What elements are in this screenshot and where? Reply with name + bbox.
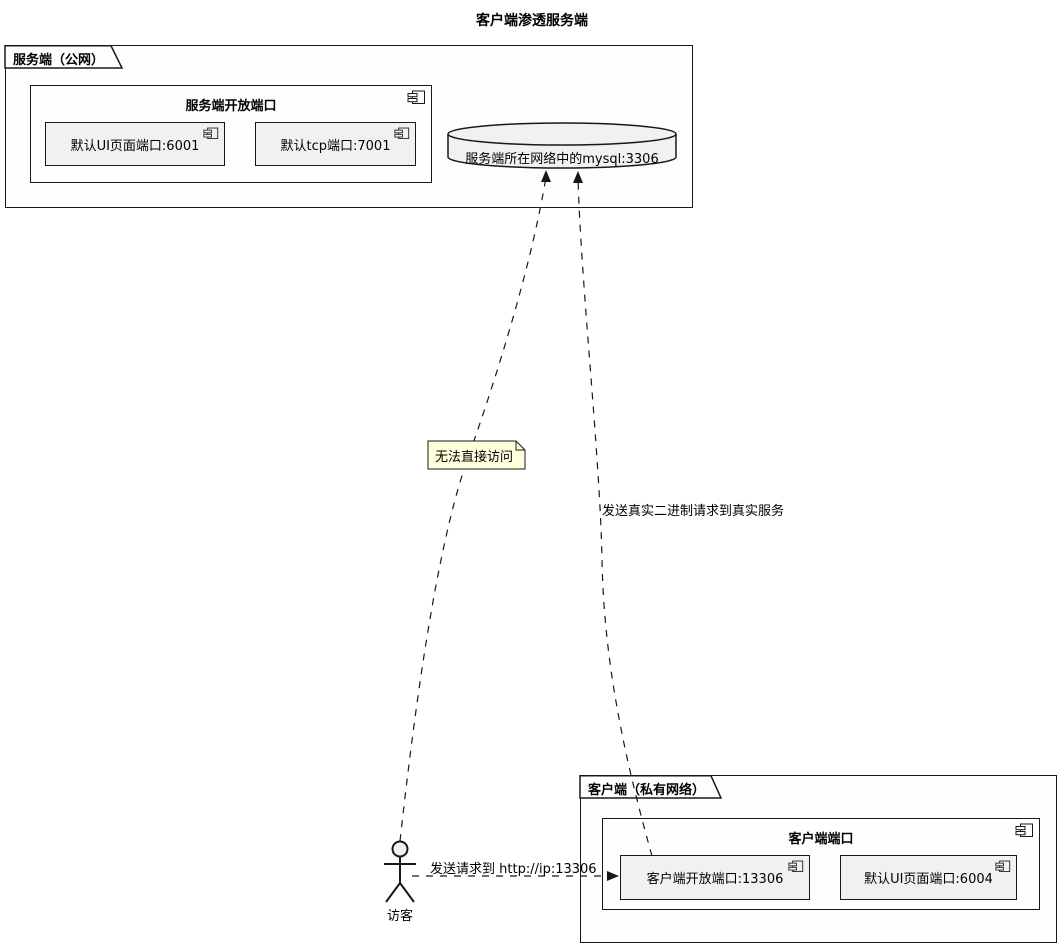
component-client-port-13306: 客户端开放端口:13306 — [620, 855, 810, 900]
note-text: 无法直接访问 — [434, 450, 513, 465]
actor-head — [391, 840, 409, 858]
component-label: 默认tcp端口:7001 — [280, 138, 391, 154]
server-ports-title: 服务端开放端口 — [185, 99, 277, 114]
edge-label-binary-forward: 发送真实二进制请求到真实服务 — [602, 504, 785, 519]
diagram-title: 客户端渗透服务端 — [476, 13, 588, 29]
component-icon — [394, 127, 410, 139]
component-label: 默认UI页面端口:6004 — [864, 872, 993, 887]
component-ui-port-6001: 默认UI页面端口:6001 — [45, 122, 225, 166]
component-tcp-port-7001: 默认tcp端口:7001 — [255, 122, 416, 166]
edge-visitor-to-mysql — [399, 176, 547, 842]
actor-figure — [384, 840, 416, 903]
component-icon — [407, 90, 425, 104]
mysql-database-label: 服务端所在网络中的mysql:3306 — [465, 152, 659, 167]
component-ui-port-6004: 默认UI页面端口:6004 — [840, 855, 1017, 900]
server-frame-label: 服务端（公网） — [13, 53, 105, 68]
component-label: 默认UI页面端口:6001 — [70, 138, 200, 154]
component-label: 客户端开放端口:13306 — [646, 872, 784, 887]
component-icon — [203, 127, 219, 139]
client-frame-label: 客户端（私有网络） — [588, 783, 706, 798]
actor-label: 访客 — [386, 909, 413, 924]
component-icon — [1015, 823, 1033, 837]
component-icon — [788, 860, 804, 872]
component-icon — [995, 860, 1011, 872]
edge-label-visitor-request: 发送请求到 http://ip:13306 — [430, 862, 597, 877]
client-ports-title: 客户端端口 — [788, 832, 854, 847]
